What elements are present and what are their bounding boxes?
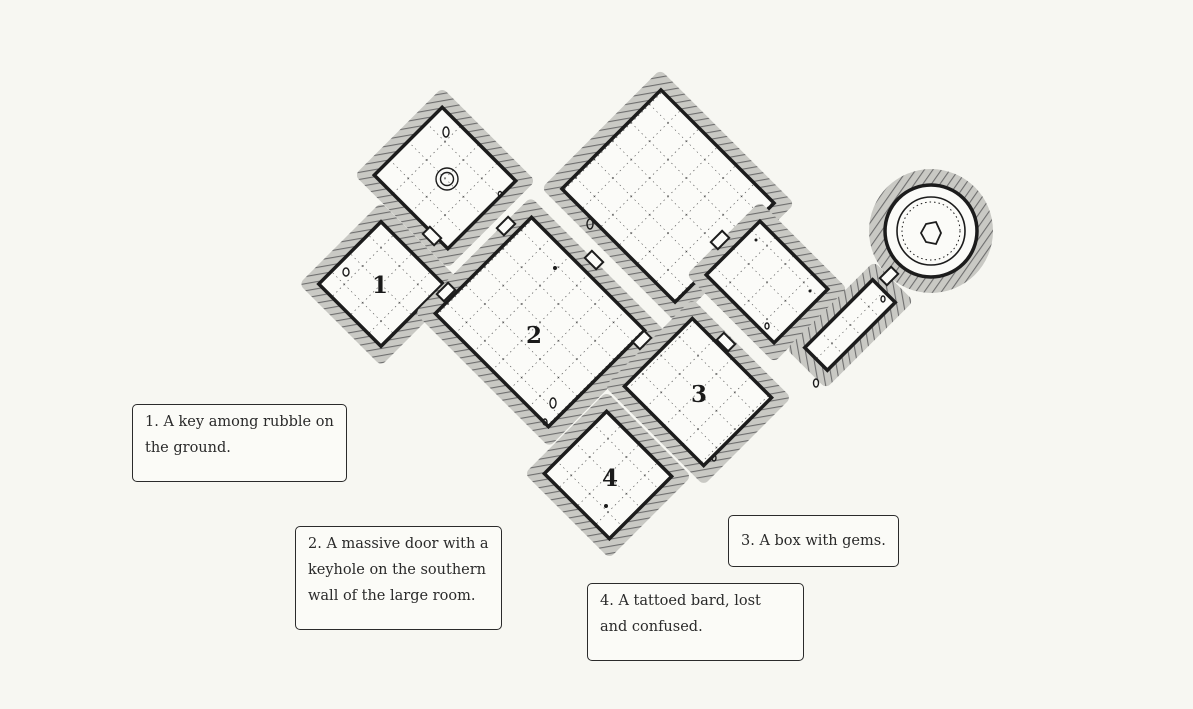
room-north	[356, 89, 534, 267]
note-room-2: 2. A massive door with a keyhole on the …	[295, 526, 502, 630]
rubble-icon	[442, 126, 450, 138]
room-number-1: 1	[372, 272, 388, 299]
room-number-3: 3	[691, 381, 707, 408]
note-room-4: 4. A tattoed bard, lost and confused.	[587, 583, 804, 661]
pebbles	[553, 238, 812, 508]
doorways	[421, 215, 900, 353]
well-icon	[435, 167, 459, 191]
room-4	[527, 394, 689, 556]
coffin-icon	[919, 220, 942, 246]
room-east	[688, 203, 846, 361]
room-3	[607, 301, 789, 483]
room-2	[417, 199, 663, 445]
round-room	[869, 169, 993, 293]
note-room-1: 1. A key among rubble on the ground.	[132, 404, 347, 482]
note-room-3: 3. A box with gems.	[728, 515, 899, 567]
room-number-4: 4	[602, 465, 618, 492]
map-features	[342, 126, 942, 462]
room-number-2: 2	[526, 322, 542, 349]
room-1	[301, 204, 461, 364]
corridor-east	[788, 263, 912, 387]
